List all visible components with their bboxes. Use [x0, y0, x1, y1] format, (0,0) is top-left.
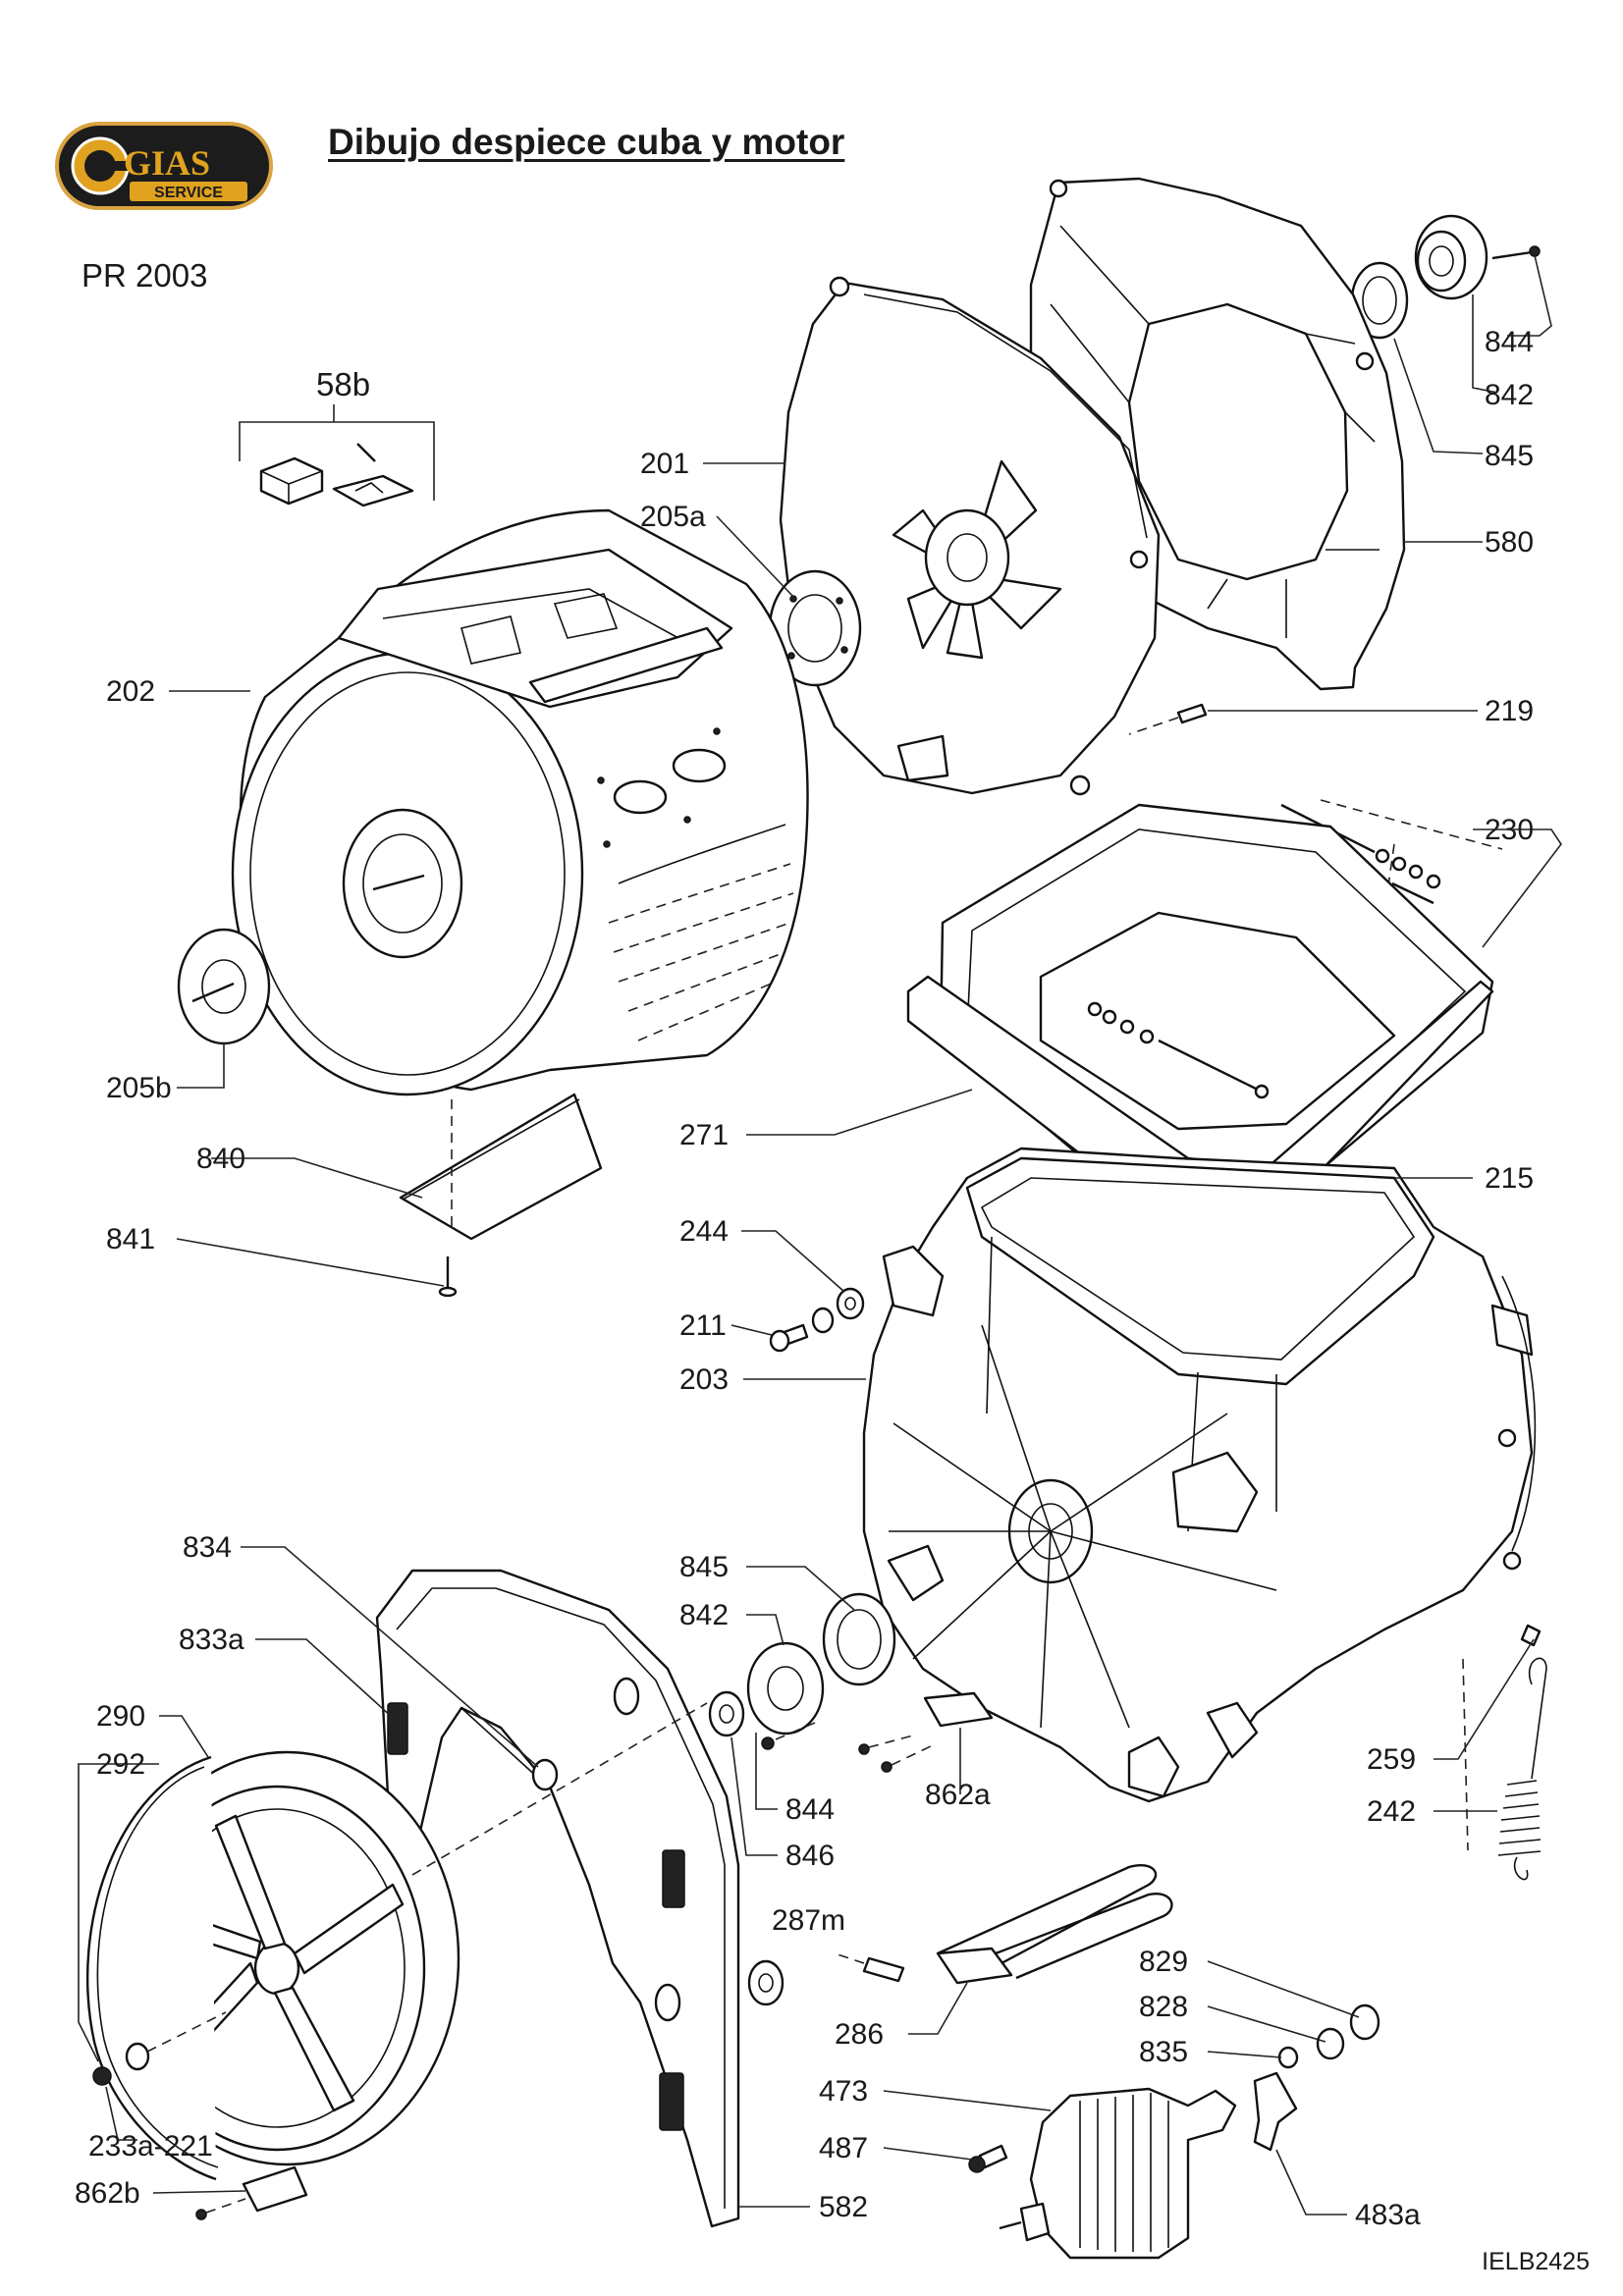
clip-862b-part: [195, 2165, 308, 2220]
front-drum-flange-part: [177, 928, 271, 1045]
motor-brush-part: [1253, 2071, 1298, 2152]
label-202: 202: [106, 675, 155, 708]
label-230: 230: [1485, 814, 1534, 846]
washer-846-part: [708, 1690, 745, 1737]
label-846: 846: [785, 1840, 835, 1872]
label-473: 473: [819, 2075, 868, 2108]
part-labels: 58b 844 842 845 201 205a 580 202 219 230…: [75, 326, 1534, 2231]
pulley-bolt-part: [92, 2011, 227, 2086]
ntc-sensor-part: [834, 1952, 905, 1983]
counterweight-hardware-kit-part: [239, 404, 435, 507]
label-840: 840: [196, 1143, 245, 1175]
rear-tub-half-part: [779, 276, 1161, 796]
label-286: 286: [835, 2018, 884, 2051]
label-842: 842: [1485, 379, 1534, 411]
label-242: 242: [1367, 1795, 1416, 1828]
heating-element-part: [936, 1864, 1173, 1985]
drum-part: [231, 508, 809, 1096]
logo-name: GIAS: [124, 143, 210, 183]
label-582: 582: [819, 2191, 868, 2223]
label-835: 835: [1139, 2036, 1188, 2068]
label-244: 244: [679, 1215, 729, 1248]
label-487: 487: [819, 2132, 868, 2164]
motor-part: [999, 2087, 1237, 2260]
label-862b: 862b: [75, 2177, 140, 2210]
seal-845-part: [822, 1592, 896, 1686]
motor-support-frame-part: [375, 1569, 784, 2228]
bearing-842-part: [746, 1641, 825, 1735]
label-201: 201: [640, 448, 689, 480]
screw-841-part: [438, 1256, 458, 1298]
logo-sub: SERVICE: [154, 185, 223, 201]
label-205b: 205b: [106, 1072, 172, 1104]
label-203: 203: [679, 1363, 729, 1396]
label-845: 845: [1485, 440, 1534, 472]
label-862a: 862a: [925, 1779, 991, 1811]
label-829: 829: [1139, 1946, 1188, 1978]
label-271: 271: [679, 1119, 729, 1151]
leader-lines: [78, 250, 1562, 2216]
label-58b: 58b: [316, 366, 370, 402]
label-211: 211: [679, 1309, 727, 1342]
drum-paddle-part: [399, 1093, 603, 1241]
label-287m: 287m: [772, 1904, 845, 1937]
label-219: 219: [1485, 695, 1534, 727]
screw-219-part: [1128, 703, 1208, 735]
label-290: 290: [96, 1700, 145, 1733]
label-845-hub: 845: [679, 1551, 729, 1583]
label-292: 292: [96, 1748, 145, 1781]
tub-spring-part: [1462, 1624, 1547, 1881]
page-title: Dibujo despiece cuba y motor: [328, 122, 845, 162]
label-483a: 483a: [1355, 2199, 1421, 2231]
screw-844-part: [761, 1722, 816, 1750]
label-844: 844: [1485, 326, 1534, 358]
clip-862a-part: [858, 1691, 994, 1773]
gias-service-logo: GIAS SERVICE: [55, 122, 273, 210]
label-842-hub: 842: [679, 1599, 729, 1631]
counterweight-rods-part: [1280, 799, 1503, 914]
rear-drum-flange-part: [768, 569, 862, 687]
label-834: 834: [183, 1531, 232, 1564]
label-841: 841: [106, 1223, 155, 1255]
drawing-reference: IELB2425: [1482, 2248, 1590, 2275]
counterweight-bolt-part: [1087, 1001, 1270, 1099]
label-580: 580: [1485, 526, 1534, 559]
label-215: 215: [1485, 1162, 1534, 1195]
screw-211-part: [769, 1307, 835, 1353]
center-axis-line: [411, 1702, 708, 1876]
bearing-flange-part: [1350, 214, 1541, 340]
label-844-hub: 844: [785, 1793, 835, 1826]
tub-seal-gasket-part: [906, 803, 1494, 1224]
label-833a: 833a: [179, 1624, 244, 1656]
label-205a: 205a: [640, 501, 706, 533]
label-259: 259: [1367, 1743, 1416, 1776]
drive-belt-part: [86, 1755, 219, 2181]
washer-244-part: [836, 1287, 865, 1320]
label-233a-221: 233a-221: [88, 2130, 213, 2163]
motor-connector-parts: [1277, 2003, 1380, 2069]
label-828: 828: [1139, 1991, 1188, 2023]
model-code: PR 2003: [81, 257, 208, 294]
front-tub-half-part: [862, 1147, 1537, 1803]
motor-bolt-part: [968, 2144, 1008, 2173]
